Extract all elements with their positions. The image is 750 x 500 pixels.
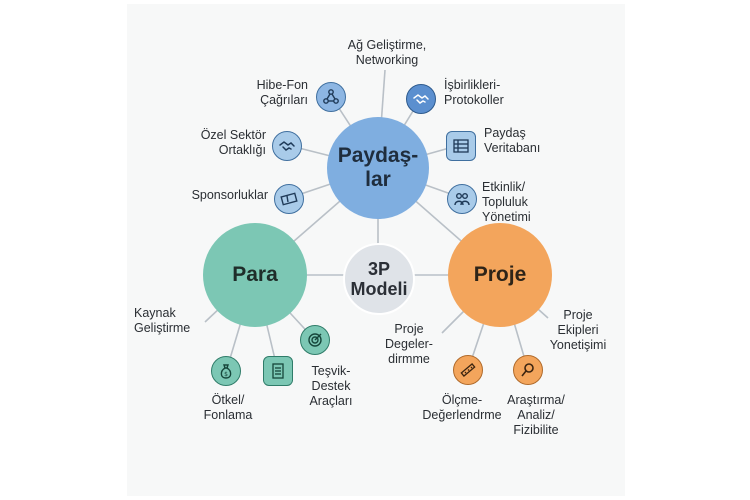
target-icon xyxy=(300,325,330,355)
ticket-icon xyxy=(274,184,304,214)
label-proje-degerlendirme: Proje Degeler- dirmme xyxy=(385,322,433,366)
handshake-icon xyxy=(272,131,302,161)
label-tesvik-destek: Teşvik- Destek Araçları xyxy=(309,364,353,408)
label-etkinlik: Etkinlik/ Topluluk Yönetimi xyxy=(482,180,531,224)
people-icon xyxy=(447,184,477,214)
document-icon xyxy=(263,356,293,386)
label-kaynak-gelistirme: Kaynak Geliştirme xyxy=(134,306,191,335)
svg-text:$: $ xyxy=(224,371,228,378)
hub-3p-model: 3P Modeli xyxy=(343,243,415,315)
network-nodes-icon xyxy=(316,82,346,112)
label-paydas-veritabani: Paydaş Veritabanı xyxy=(484,126,541,155)
hub-proje: Proje xyxy=(448,223,552,327)
label-ozel-sektor: Özel Sektör Ortaklığı xyxy=(200,128,266,157)
magnifier-icon xyxy=(513,355,543,385)
label-sponsorluklar: Sponsorluklar xyxy=(191,188,268,202)
label-otkel-fonlama: Ötkel/ Fonlama xyxy=(203,393,253,422)
hub-para: Para xyxy=(203,223,307,327)
label-isbirlikleri: İşbirlikleri- Protokoller xyxy=(444,78,504,107)
money-bag-icon: $ xyxy=(211,356,241,386)
label-ag-gelistirme: Ağ Geliştirme, Networking xyxy=(347,38,427,67)
label-olcme-degerlendirme: Ölçme- Değerlendrme xyxy=(422,393,502,422)
label-proje-ekipleri: Proje Ekipleri Yonetişimi xyxy=(549,308,607,352)
ruler-icon xyxy=(453,355,483,385)
database-table-icon xyxy=(446,131,476,161)
hub-paydaslar: Paydaş- lar xyxy=(327,117,429,219)
handshake-icon xyxy=(406,84,436,114)
label-hibe-fon: Hibe-Fon Çağrıları xyxy=(256,78,308,107)
label-arastirma-analiz: Araştırma/ Analiz/ Fizibilite xyxy=(507,393,565,437)
